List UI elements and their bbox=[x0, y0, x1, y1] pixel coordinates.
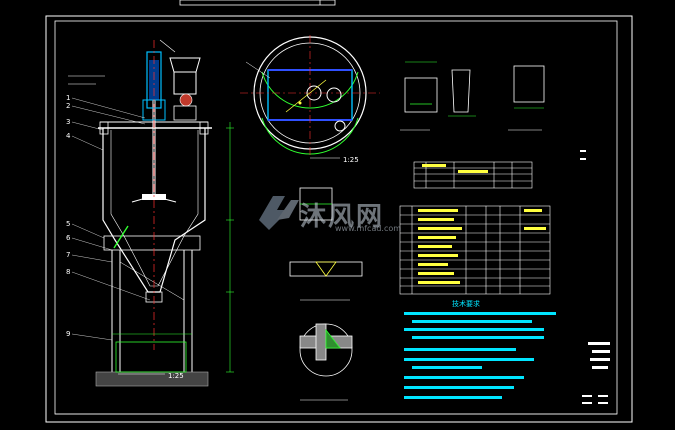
balloon-6: 6 bbox=[66, 234, 71, 242]
top-view bbox=[240, 35, 380, 155]
balloon-3: 3 bbox=[66, 118, 70, 126]
balloon-2: 2 bbox=[66, 102, 70, 110]
balloon-9: 9 bbox=[66, 330, 70, 338]
watermark-url: www.mfcad.com bbox=[335, 224, 402, 233]
title-block-marks bbox=[580, 150, 610, 404]
front-view bbox=[68, 39, 234, 387]
parts-list-table bbox=[399, 205, 551, 295]
balloon-1: 1 bbox=[66, 94, 70, 102]
balloon-7: 7 bbox=[66, 251, 70, 259]
top-view-scale: 1:25 bbox=[343, 156, 359, 164]
small-table bbox=[413, 161, 533, 189]
watermark-logo-icon bbox=[259, 196, 299, 230]
tech-notes bbox=[404, 312, 556, 399]
balloon-5: 5 bbox=[66, 220, 70, 228]
weld-details bbox=[289, 187, 363, 401]
detail-sketches bbox=[400, 61, 545, 131]
front-view-scale: 1:25 bbox=[168, 372, 184, 380]
top-strip bbox=[179, 0, 336, 6]
balloon-4: 4 bbox=[66, 132, 71, 140]
outer-frame bbox=[45, 15, 633, 423]
notes-title: 技术要求 bbox=[452, 299, 480, 308]
balloon-8: 8 bbox=[66, 268, 70, 276]
watermark-brand: 沐风网 bbox=[300, 202, 385, 232]
